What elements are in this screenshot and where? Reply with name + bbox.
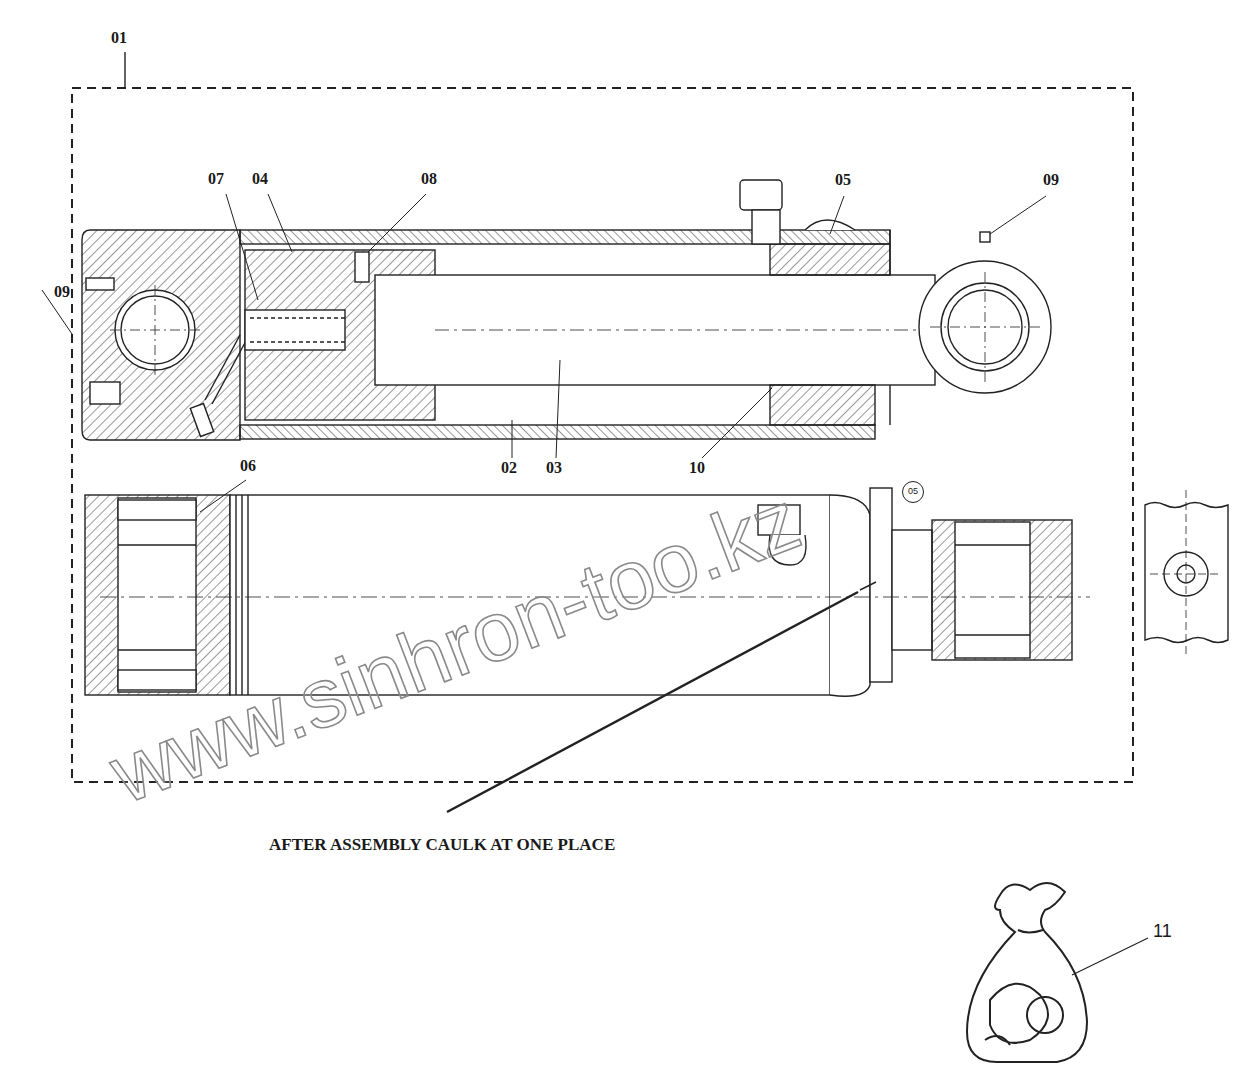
leader-line — [124, 52, 125, 88]
parts-bag — [967, 883, 1148, 1062]
callout-number: 08 — [421, 171, 437, 187]
callout-number: 11 — [1153, 922, 1172, 940]
callout-number: 03 — [546, 460, 562, 476]
callout-number: 01 — [111, 30, 127, 46]
callout-number: 06 — [240, 458, 256, 474]
section-view — [82, 180, 1051, 440]
callout-number: 05 — [908, 487, 918, 496]
callout-number: 05 — [835, 172, 851, 188]
side-view — [1145, 490, 1228, 655]
callout-number: 09 — [54, 284, 70, 300]
assembly-boundary — [72, 88, 1133, 782]
callout-number: 04 — [252, 171, 268, 187]
callout-number: 10 — [689, 460, 705, 476]
callout-number: 09 — [1043, 172, 1059, 188]
leader-lines — [42, 194, 1046, 512]
assembly-note: AFTER ASSEMBLY CAULK AT ONE PLACE — [269, 836, 615, 853]
callout-number: 02 — [501, 460, 517, 476]
callout-number: 07 — [208, 171, 224, 187]
callout-circle: 05 — [902, 481, 924, 503]
